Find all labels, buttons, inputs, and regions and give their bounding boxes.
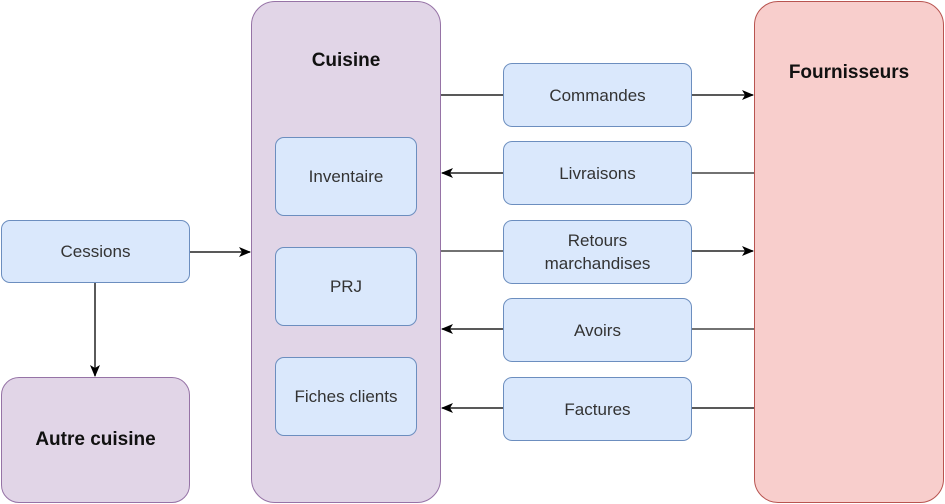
autre-cuisine-title: Autre cuisine xyxy=(35,429,156,450)
factures-box[interactable]: Factures xyxy=(503,377,692,441)
fournisseurs-title: Fournisseurs xyxy=(788,62,910,83)
avoirs-label: Avoirs xyxy=(574,320,621,340)
autre-cuisine-container[interactable]: Autre cuisine xyxy=(1,377,190,503)
livraisons-label: Livraisons xyxy=(559,163,636,183)
fournisseurs-container[interactable]: Fournisseurs xyxy=(754,1,944,503)
livraisons-box[interactable]: Livraisons xyxy=(503,141,692,205)
factures-label: Factures xyxy=(564,399,631,419)
prj-label: PRJ xyxy=(329,277,363,296)
commandes-box[interactable]: Commandes xyxy=(503,63,692,127)
inventaire-box[interactable]: Inventaire xyxy=(275,137,417,216)
fiches-clients-label: Fiches clients xyxy=(294,387,398,406)
inventaire-label: Inventaire xyxy=(308,167,384,186)
retours-marchandises-label: Retours marchandises xyxy=(544,231,651,273)
cessions-box[interactable]: Cessions xyxy=(1,220,190,283)
fiches-clients-box[interactable]: Fiches clients xyxy=(275,357,417,436)
cessions-label: Cessions xyxy=(60,242,131,261)
cuisine-title: Cuisine xyxy=(311,50,381,71)
commandes-label: Commandes xyxy=(549,85,646,105)
retours-marchandises-box[interactable]: Retours marchandises xyxy=(503,220,692,284)
avoirs-box[interactable]: Avoirs xyxy=(503,298,692,362)
prj-box[interactable]: PRJ xyxy=(275,247,417,326)
